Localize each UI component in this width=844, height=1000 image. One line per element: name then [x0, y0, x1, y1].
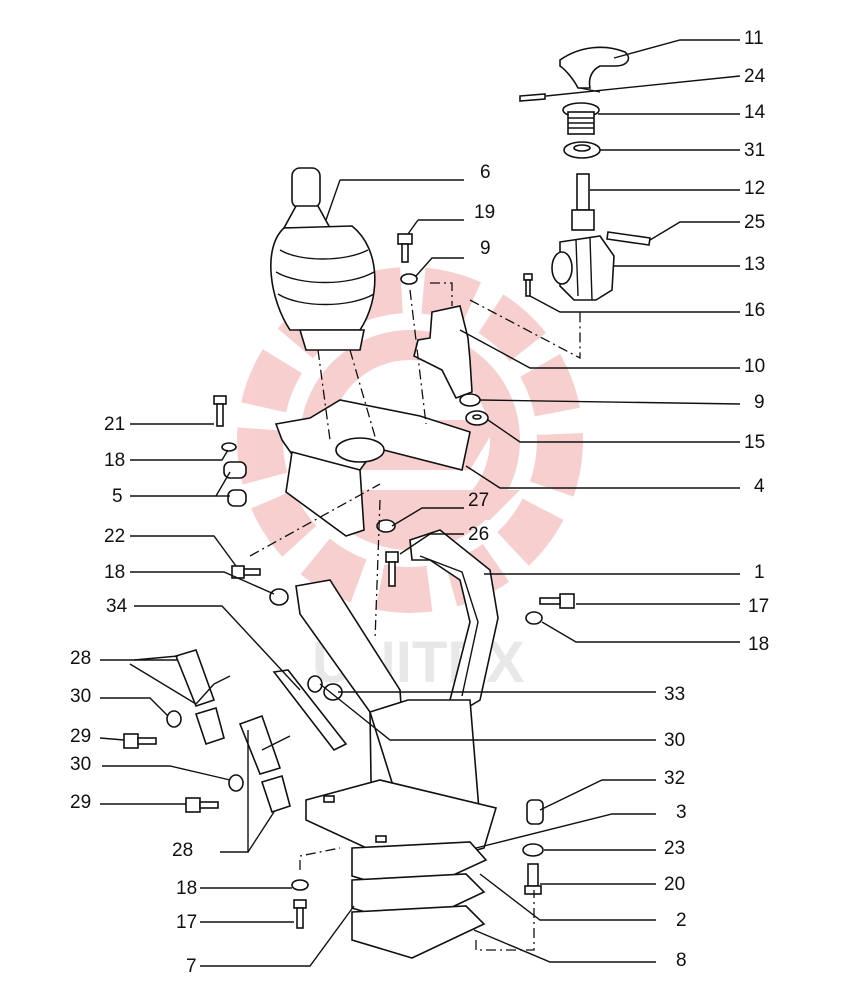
part-27-washer	[376, 519, 396, 533]
label-16: 16	[744, 300, 765, 321]
part-30-washer-center	[307, 675, 323, 693]
part-number-labels: 11 24 14 31 12 25 13 16 10 9 15 4 1 17 1…	[70, 28, 769, 977]
label-13: 13	[744, 254, 765, 275]
part-18-washer-right	[525, 611, 543, 625]
part-25-pin	[606, 231, 651, 246]
part-9-washer-right	[459, 393, 481, 407]
part-23-washer	[522, 843, 544, 857]
label-24: 24	[744, 66, 766, 87]
label-2: 2	[676, 910, 687, 931]
assembly-centerlines	[249, 282, 581, 951]
label-20: 20	[664, 874, 685, 895]
label-8: 8	[676, 950, 687, 971]
part-18-washer-bottom	[291, 879, 309, 891]
label-30-left-b: 30	[70, 754, 91, 775]
label-6: 6	[480, 162, 491, 183]
label-30-left-a: 30	[70, 686, 91, 707]
label-5: 5	[112, 486, 123, 507]
label-12: 12	[744, 178, 765, 199]
label-29-a: 29	[70, 726, 91, 747]
label-3: 3	[676, 802, 687, 823]
part-18-washer-b	[269, 588, 289, 606]
label-10: 10	[744, 356, 765, 377]
label-18-a: 18	[104, 450, 125, 471]
part-28-rubber-block-upper	[174, 649, 225, 746]
part-26-bolt	[385, 551, 399, 587]
part-12-shaft	[571, 173, 595, 231]
label-26: 26	[468, 524, 489, 545]
label-27: 27	[468, 490, 489, 511]
part-17-bolt-bottom	[293, 899, 307, 929]
label-32: 32	[664, 768, 685, 789]
part-9-washer-top	[400, 273, 418, 285]
part-21-bolt	[213, 395, 227, 427]
label-1: 1	[754, 562, 765, 583]
part-34-link-plate	[272, 669, 348, 752]
label-22: 22	[104, 526, 125, 547]
label-34: 34	[106, 596, 128, 617]
part-24-pin	[519, 93, 546, 102]
label-18-bottom: 18	[176, 878, 197, 899]
part-15-nut	[465, 410, 489, 426]
part-22-bolt	[231, 565, 261, 579]
label-25: 25	[744, 212, 765, 233]
part-19-bolt	[397, 233, 413, 263]
label-18-right: 18	[748, 634, 769, 655]
part-31-nut	[563, 141, 601, 159]
label-29-b: 29	[70, 792, 91, 813]
part-28-rubber-block-lower	[238, 714, 291, 814]
label-21: 21	[104, 414, 125, 435]
part-14-spring-cap	[562, 102, 600, 135]
label-15: 15	[744, 432, 765, 453]
label-33: 33	[664, 684, 685, 705]
part-30-washer-left-b	[228, 774, 244, 792]
label-9-top: 9	[480, 238, 491, 259]
part-13-pivot-block	[551, 235, 615, 301]
part-20-bolt	[524, 863, 542, 895]
part-30-washer-left-a	[166, 710, 182, 728]
label-11: 11	[744, 28, 764, 49]
label-30-center: 30	[664, 730, 685, 751]
label-17-right: 17	[748, 596, 769, 617]
part-11-knob	[559, 46, 630, 93]
label-23: 23	[664, 838, 685, 859]
label-7: 7	[186, 956, 197, 977]
label-14: 14	[744, 102, 766, 123]
label-9-right: 9	[754, 392, 765, 413]
label-18-b: 18	[104, 562, 125, 583]
label-31: 31	[744, 140, 765, 161]
label-17-bottom: 17	[176, 912, 197, 933]
label-4: 4	[754, 476, 765, 497]
part-29-bolt-b	[185, 797, 219, 813]
part-6-rubber-boot	[270, 167, 376, 351]
part-10-bracket	[413, 305, 473, 400]
part-16-screw	[523, 273, 533, 297]
part-32-spacer	[526, 799, 544, 825]
leader-lines	[99, 39, 741, 967]
part-17-bolt-right	[539, 593, 575, 609]
label-28-bottom: 28	[172, 840, 193, 861]
label-28-top: 28	[70, 648, 91, 669]
part-4-bracket-plate	[274, 399, 471, 537]
part-18-washer-a	[221, 442, 237, 452]
part-7-seal-stack	[351, 873, 486, 959]
label-19: 19	[474, 202, 495, 223]
part-29-bolt-a	[123, 733, 157, 749]
part-5-rubber-mount	[223, 461, 247, 507]
